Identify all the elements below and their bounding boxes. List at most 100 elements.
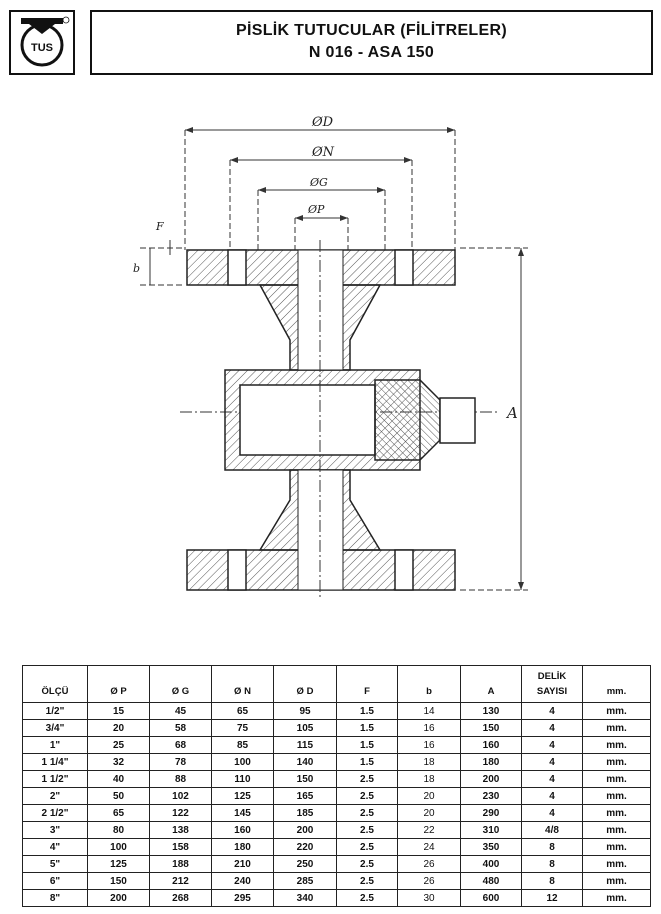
col-header-olcu: ÖLÇÜ — [22, 665, 88, 703]
table-cell: 160 — [460, 736, 522, 754]
table-cell: 2.5 — [336, 770, 398, 788]
dimensions-table: ÖLÇÜ Ø P Ø G Ø N Ø D F b A DELİK SAYISI … — [22, 665, 651, 907]
table-cell: 68 — [149, 736, 212, 754]
table-cell: mm. — [582, 736, 651, 754]
table-cell: 180 — [211, 838, 274, 856]
table-cell: 400 — [460, 855, 522, 873]
table-cell: 2.5 — [336, 872, 398, 890]
table-cell: 110 — [211, 770, 274, 788]
label-p: ØP — [307, 203, 325, 216]
table-cell: mm. — [582, 804, 651, 822]
table-cell: 115 — [273, 736, 337, 754]
table-cell: 2" — [22, 787, 88, 805]
table-cell: 268 — [149, 889, 212, 907]
table-cell: 3" — [22, 821, 88, 839]
table-cell: 122 — [149, 804, 212, 822]
table-cell: 1.5 — [336, 702, 398, 720]
table-cell: 160 — [211, 821, 274, 839]
table-cell: 26 — [397, 855, 461, 873]
table-cell: 480 — [460, 872, 522, 890]
table-cell: 102 — [149, 787, 212, 805]
table-cell: 200 — [460, 770, 522, 788]
table-cell: 88 — [149, 770, 212, 788]
table-cell: 15 — [87, 702, 150, 720]
table-cell: 200 — [273, 821, 337, 839]
table-cell: 95 — [273, 702, 337, 720]
label-g: ØG — [309, 176, 328, 189]
table-cell: mm. — [582, 872, 651, 890]
table-cell: 25 — [87, 736, 150, 754]
table-cell: 30 — [397, 889, 461, 907]
table-cell: 185 — [273, 804, 337, 822]
table-cell: 2.5 — [336, 889, 398, 907]
table-cell: 80 — [87, 821, 150, 839]
table-cell: 4 — [521, 753, 583, 771]
col-header-delik: DELİK SAYISI — [521, 665, 583, 703]
label-a: A — [505, 404, 518, 422]
table-cell: 20 — [87, 719, 150, 737]
table-cell: 180 — [460, 753, 522, 771]
table-cell: 230 — [460, 787, 522, 805]
table-cell: 22 — [397, 821, 461, 839]
table-cell: 4 — [521, 787, 583, 805]
table-cell: 8 — [521, 855, 583, 873]
company-logo: TUS — [9, 10, 75, 75]
table-cell: 4 — [521, 736, 583, 754]
table-header-row: ÖLÇÜ Ø P Ø G Ø N Ø D F b A DELİK SAYISI … — [22, 665, 651, 703]
col-header-p: Ø P — [87, 665, 150, 703]
table-cell: mm. — [582, 753, 651, 771]
table-cell: 125 — [211, 787, 274, 805]
table-cell: 100 — [87, 838, 150, 856]
table-cell: 138 — [149, 821, 212, 839]
table-cell: 100 — [211, 753, 274, 771]
table-cell: 1.5 — [336, 753, 398, 771]
logo-text: TUS — [31, 42, 53, 54]
table-cell: 65 — [211, 702, 274, 720]
table-cell: 1 1/2" — [22, 770, 88, 788]
col-header-b: b — [397, 665, 461, 703]
table-cell: 75 — [211, 719, 274, 737]
table-cell: mm. — [582, 855, 651, 873]
page-subtitle: N 016 - ASA 150 — [308, 44, 435, 61]
table-cell: 20 — [397, 787, 461, 805]
table-cell: 340 — [273, 889, 337, 907]
technical-drawing: ØD ØN ØG ØP F b A — [133, 115, 528, 600]
table-cell: 130 — [460, 702, 522, 720]
table-cell: 158 — [149, 838, 212, 856]
table-cell: 12 — [521, 889, 583, 907]
table-cell: 5" — [22, 855, 88, 873]
col-header-a: A — [460, 665, 522, 703]
table-cell: mm. — [582, 702, 651, 720]
table-cell: 600 — [460, 889, 522, 907]
col-header-unit: mm. — [582, 665, 651, 703]
table-cell: 78 — [149, 753, 212, 771]
table-cell: 2.5 — [336, 838, 398, 856]
table-cell: 145 — [211, 804, 274, 822]
table-cell: 65 — [87, 804, 150, 822]
table-cell: 250 — [273, 855, 337, 873]
table-cell: 2 1/2" — [22, 804, 88, 822]
table-cell: 26 — [397, 872, 461, 890]
label-n: ØN — [311, 145, 335, 160]
table-cell: 4 — [521, 719, 583, 737]
col-header-f: F — [336, 665, 398, 703]
table-cell: 290 — [460, 804, 522, 822]
table-cell: 4 — [521, 770, 583, 788]
table-cell: mm. — [582, 821, 651, 839]
table-cell: 2.5 — [336, 804, 398, 822]
table-cell: 240 — [211, 872, 274, 890]
col-header-n: Ø N — [211, 665, 274, 703]
table-cell: 125 — [87, 855, 150, 873]
table-cell: 212 — [149, 872, 212, 890]
table-cell: 18 — [397, 753, 461, 771]
table-cell: 16 — [397, 736, 461, 754]
